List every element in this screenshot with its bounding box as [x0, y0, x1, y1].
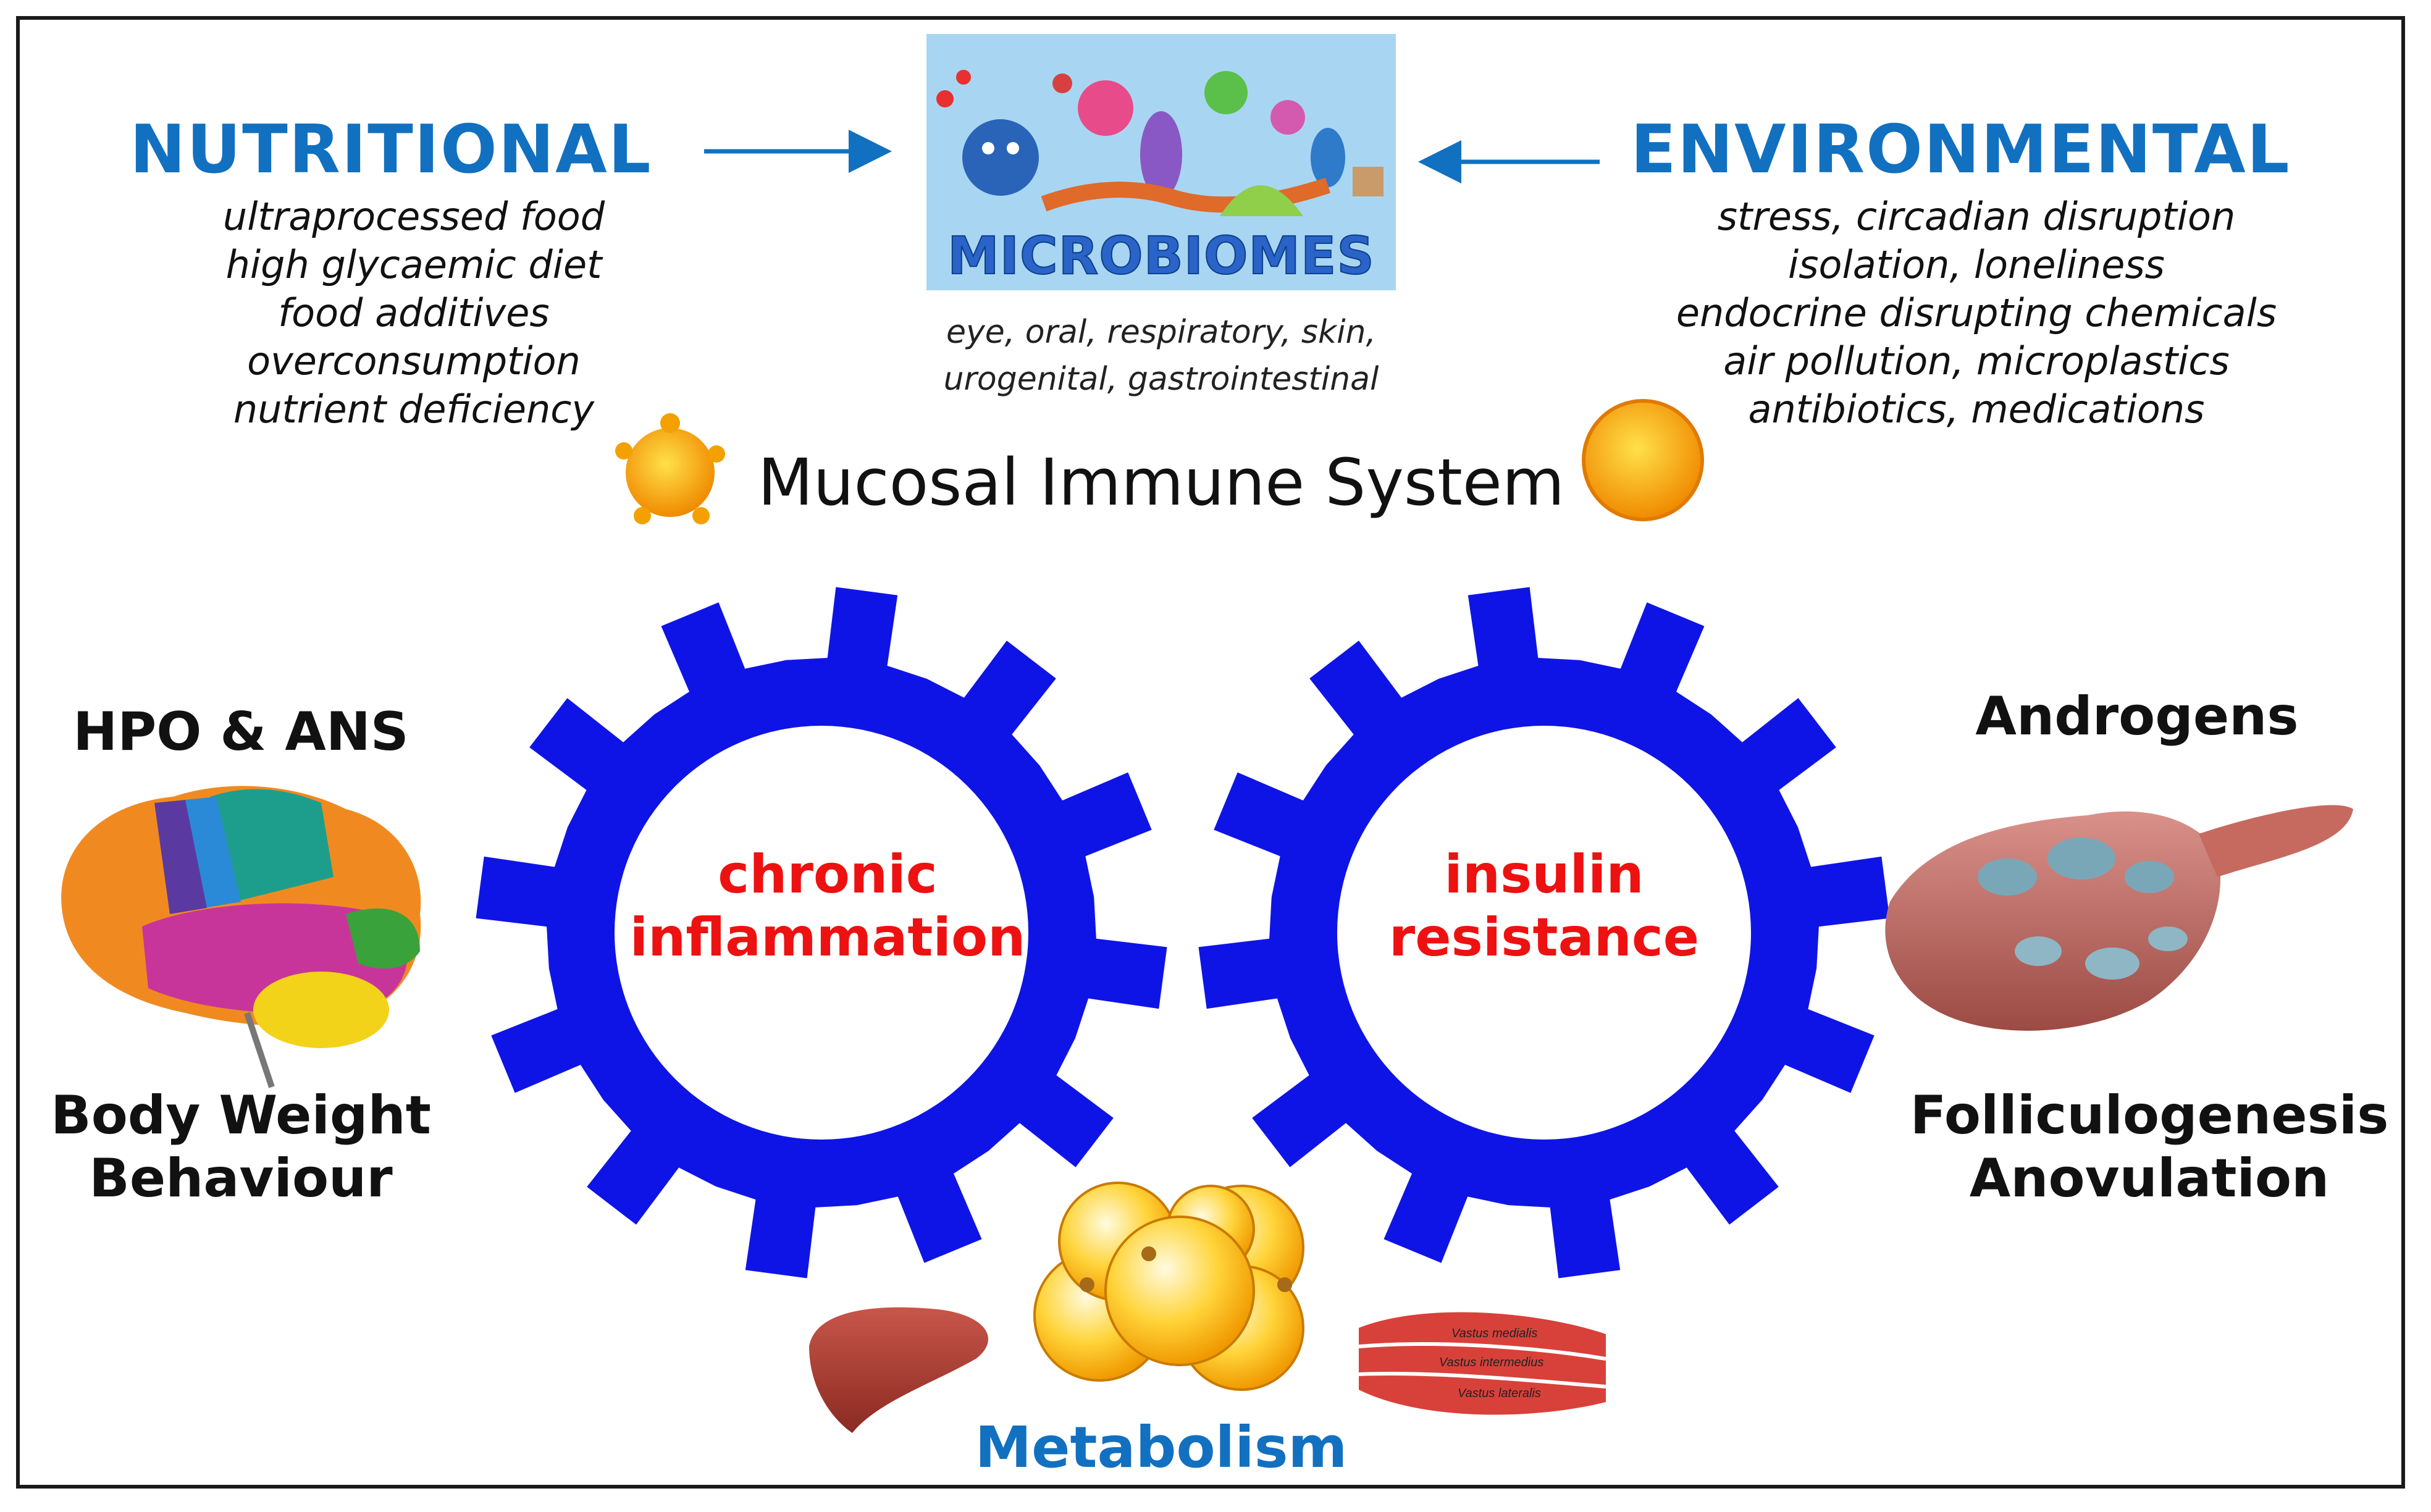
body-weight-line: Body Weight — [51, 1085, 431, 1146]
folliculogenesis-line: Folliculogenesis — [1910, 1085, 2389, 1146]
brain-illustration — [61, 786, 421, 1088]
insulin-resistance-label: insulin resistance — [1328, 843, 1760, 969]
chronic-line: chronic — [718, 844, 938, 905]
androgens-label: Androgens — [1975, 686, 2299, 747]
body-weight-label: Body Weight Behaviour — [25, 1084, 457, 1210]
hpo-ans-label: HPO & ANS — [73, 701, 409, 763]
mucosal-immune-label: Mucosal Immune System — [757, 445, 1565, 520]
list-item: stress, circadian disruption — [1717, 194, 2236, 239]
insulin-line: insulin — [1444, 844, 1644, 905]
list-item: air pollution, microplastics — [1723, 338, 2230, 384]
environmental-list: stress, circadian disruption isolation, … — [1618, 193, 2335, 434]
fat-cells-illustration — [1033, 1182, 1304, 1391]
liver-illustration — [809, 1307, 988, 1433]
gear-right — [1198, 587, 1890, 1279]
immune-cell-left-icon — [615, 413, 725, 524]
inflammation-line: inflammation — [629, 907, 1026, 968]
list-item: endocrine disrupting chemicals — [1676, 290, 2277, 335]
muscle-label-3: Vastus lateralis — [1458, 1387, 1541, 1400]
chronic-inflammation-label: chronic inflammation — [605, 843, 1050, 969]
microbiomes-sites: eye, oral, respiratory, skin, urogenital… — [877, 309, 1445, 403]
resistance-line: resistance — [1388, 907, 1700, 968]
microbiomes-label: MICROBIOMES — [947, 225, 1375, 287]
list-item: overconsumption — [247, 338, 581, 384]
gear-left — [476, 587, 1167, 1279]
nutritional-list: ultraprocessed food high glycaemic diet … — [185, 193, 642, 434]
anovulation-line: Anovulation — [1969, 1148, 2330, 1209]
muscle-label-1: Vastus medialis — [1451, 1327, 1537, 1340]
metabolism-label: Metabolism — [975, 1414, 1348, 1480]
list-item: isolation, loneliness — [1788, 242, 2165, 287]
list-item: food additives — [278, 290, 550, 335]
microbiomes-illustration — [926, 34, 1396, 290]
environmental-heading: ENVIRONMENTAL — [1631, 111, 2291, 188]
sites-line-1: eye, oral, respiratory, skin, — [946, 314, 1377, 351]
list-item: nutrient deficiency — [233, 387, 595, 432]
muscle-label-2: Vastus intermedius — [1439, 1356, 1543, 1369]
immune-cell-right-icon — [1582, 399, 1704, 521]
list-item: ultraprocessed food — [222, 194, 605, 239]
sites-line-2: urogenital, gastrointestinal — [943, 361, 1379, 398]
list-item: high glycaemic diet — [225, 242, 602, 287]
nutritional-heading: NUTRITIONAL — [130, 111, 652, 188]
behaviour-line: Behaviour — [89, 1148, 393, 1209]
ovary-illustration — [1885, 805, 2353, 1031]
folliculogenesis-label: Folliculogenesis Anovulation — [1890, 1084, 2409, 1210]
list-item: antibiotics, medications — [1748, 387, 2205, 432]
muscle-illustration: Vastus medialis Vastus intermedius Vastu… — [1358, 1312, 1606, 1415]
